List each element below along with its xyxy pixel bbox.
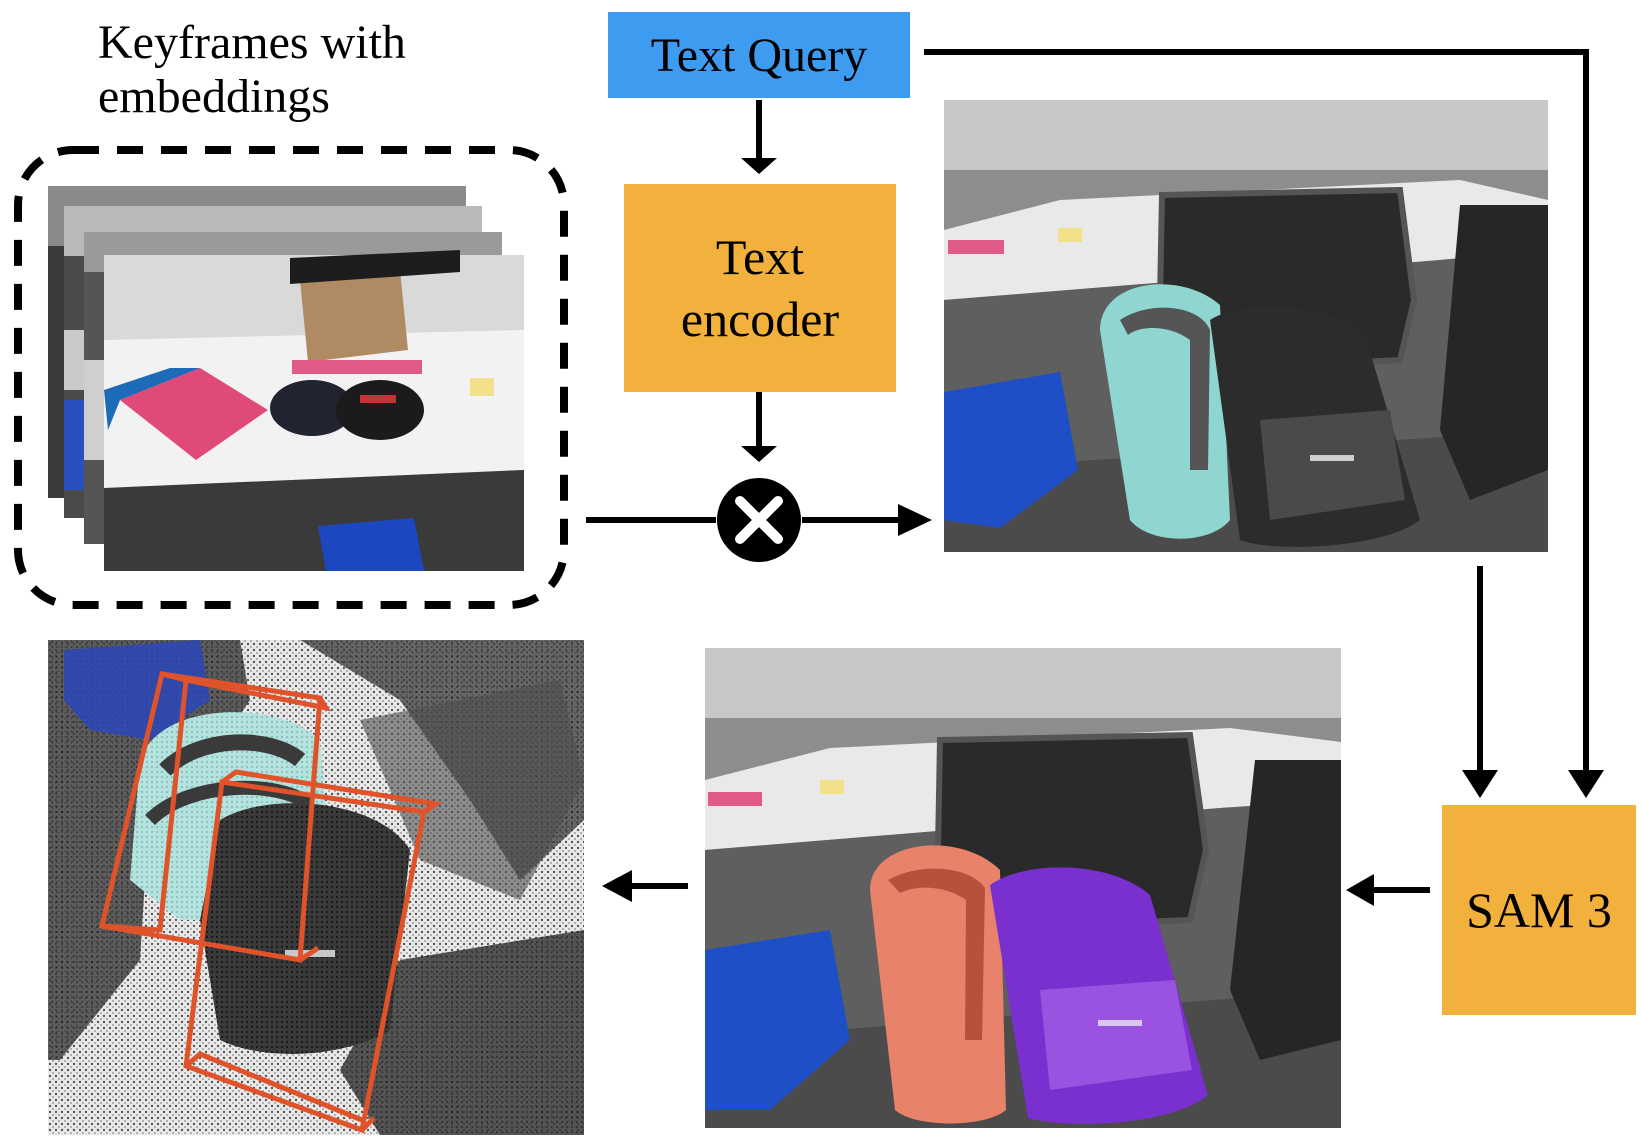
arrowhead-to-pointcloud — [602, 870, 632, 902]
arrowhead-frame-to-sam3 — [1462, 770, 1498, 798]
multiply-circle-icon — [717, 478, 801, 562]
arrowhead-to-encoder — [741, 158, 777, 174]
text-encoder-label-line1: Text — [715, 229, 805, 285]
keyframes-title: Keyframes with embeddings — [98, 16, 406, 124]
keyframes-title-line2: embeddings — [98, 70, 330, 123]
bbox-3d-black-backpack — [183, 769, 443, 1134]
arrow-heads — [602, 158, 1604, 906]
keyframes-title-line1: Keyframes with — [98, 16, 406, 69]
bbox-3d-teal-backpack — [98, 671, 332, 963]
arrowhead-to-frame — [898, 504, 932, 536]
keyframes-dashed-frame — [14, 146, 568, 609]
text-query-box: Text Query — [608, 12, 910, 98]
rgb-frame-top — [944, 100, 1548, 552]
text-encoder-label-line2: encoder — [680, 291, 840, 347]
arrowhead-to-combine — [741, 446, 777, 462]
arrow-query-to-sam3 — [924, 49, 1589, 772]
arrows — [586, 49, 1589, 893]
arrowhead-query-to-sam3 — [1568, 770, 1604, 798]
text-encoder-box: Text encoder — [624, 184, 896, 392]
sam3-box: SAM 3 — [1442, 805, 1636, 1015]
point-cloud-view — [48, 640, 584, 1135]
sam3-label: SAM 3 — [1466, 882, 1612, 938]
keyframe-front — [104, 250, 524, 571]
keyframe-stack — [14, 146, 568, 609]
arrowhead-to-segmented — [1346, 874, 1374, 906]
segmented-frame — [705, 648, 1341, 1128]
text-query-label: Text Query — [650, 28, 868, 82]
